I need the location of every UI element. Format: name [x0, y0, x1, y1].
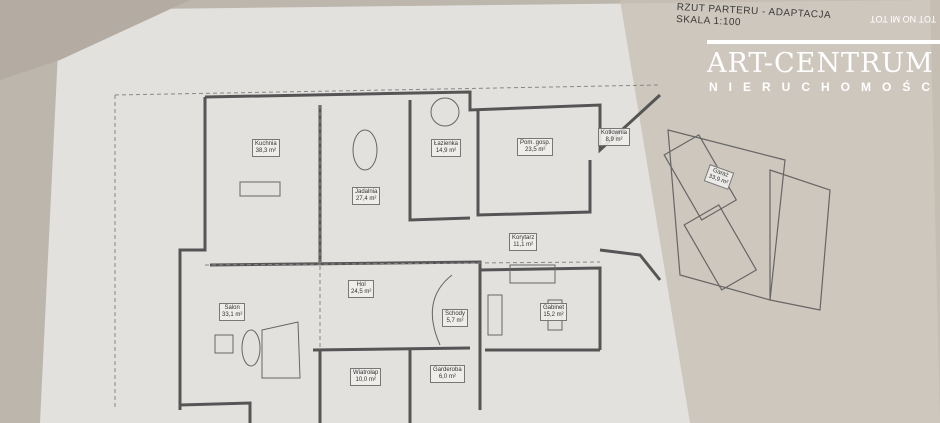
- room-area: 6,0 m²: [438, 374, 456, 380]
- room-name: Garderoba: [433, 367, 462, 373]
- room-name: Kuchnia: [255, 141, 277, 147]
- room-area: 23,5 m²: [525, 147, 546, 153]
- room-name: Korytarz: [512, 235, 535, 241]
- room-label-pom-gosp: Pom. gosp.23,5 m²: [517, 138, 554, 156]
- room-area: 5,7 m²: [446, 318, 464, 324]
- room-name: Salon: [224, 305, 240, 311]
- room-area: 15,2 m²: [543, 312, 564, 318]
- car-icon: [683, 204, 758, 291]
- room-area: 24,5 m²: [351, 289, 372, 295]
- room-name: Kotłownia: [601, 130, 628, 136]
- watermark-bar: [707, 40, 940, 44]
- dimension-lines: [114, 84, 661, 410]
- watermark-tag: TOT NO MI TOT: [870, 14, 937, 24]
- watermark-subtitle: NIERUCHOMOŚCI: [709, 80, 940, 94]
- room-area: 14,9 m²: [435, 148, 457, 154]
- coffee-table-icon: [241, 329, 261, 367]
- wall-behind: [0, 0, 190, 80]
- room-area: 27,4 m²: [356, 196, 377, 202]
- room-name: Schody: [445, 311, 466, 317]
- watermark-brand: ART-CENTRUM: [707, 48, 934, 79]
- room-name: Hol: [356, 282, 366, 288]
- armchair-icon: [214, 334, 234, 354]
- bathtub-icon: [430, 97, 460, 127]
- room-area: 33,1 m²: [222, 312, 243, 318]
- room-area: 10,0 m²: [355, 377, 376, 383]
- room-area: 11,1 m²: [513, 242, 534, 248]
- room-name: Gabinet: [543, 305, 565, 311]
- sofa-icon: [261, 321, 301, 379]
- room-area: 38,3 m²: [255, 148, 277, 154]
- stairs-icon: [431, 274, 453, 346]
- dining-table-icon: [352, 129, 378, 171]
- room-area: 8,9 m²: [605, 137, 623, 143]
- room-name: Wiatrołap: [353, 370, 379, 376]
- room-name: Łazienka: [434, 141, 459, 147]
- room-name: Pom. gosp.: [520, 140, 551, 146]
- room-name: Jadalnia: [355, 189, 378, 195]
